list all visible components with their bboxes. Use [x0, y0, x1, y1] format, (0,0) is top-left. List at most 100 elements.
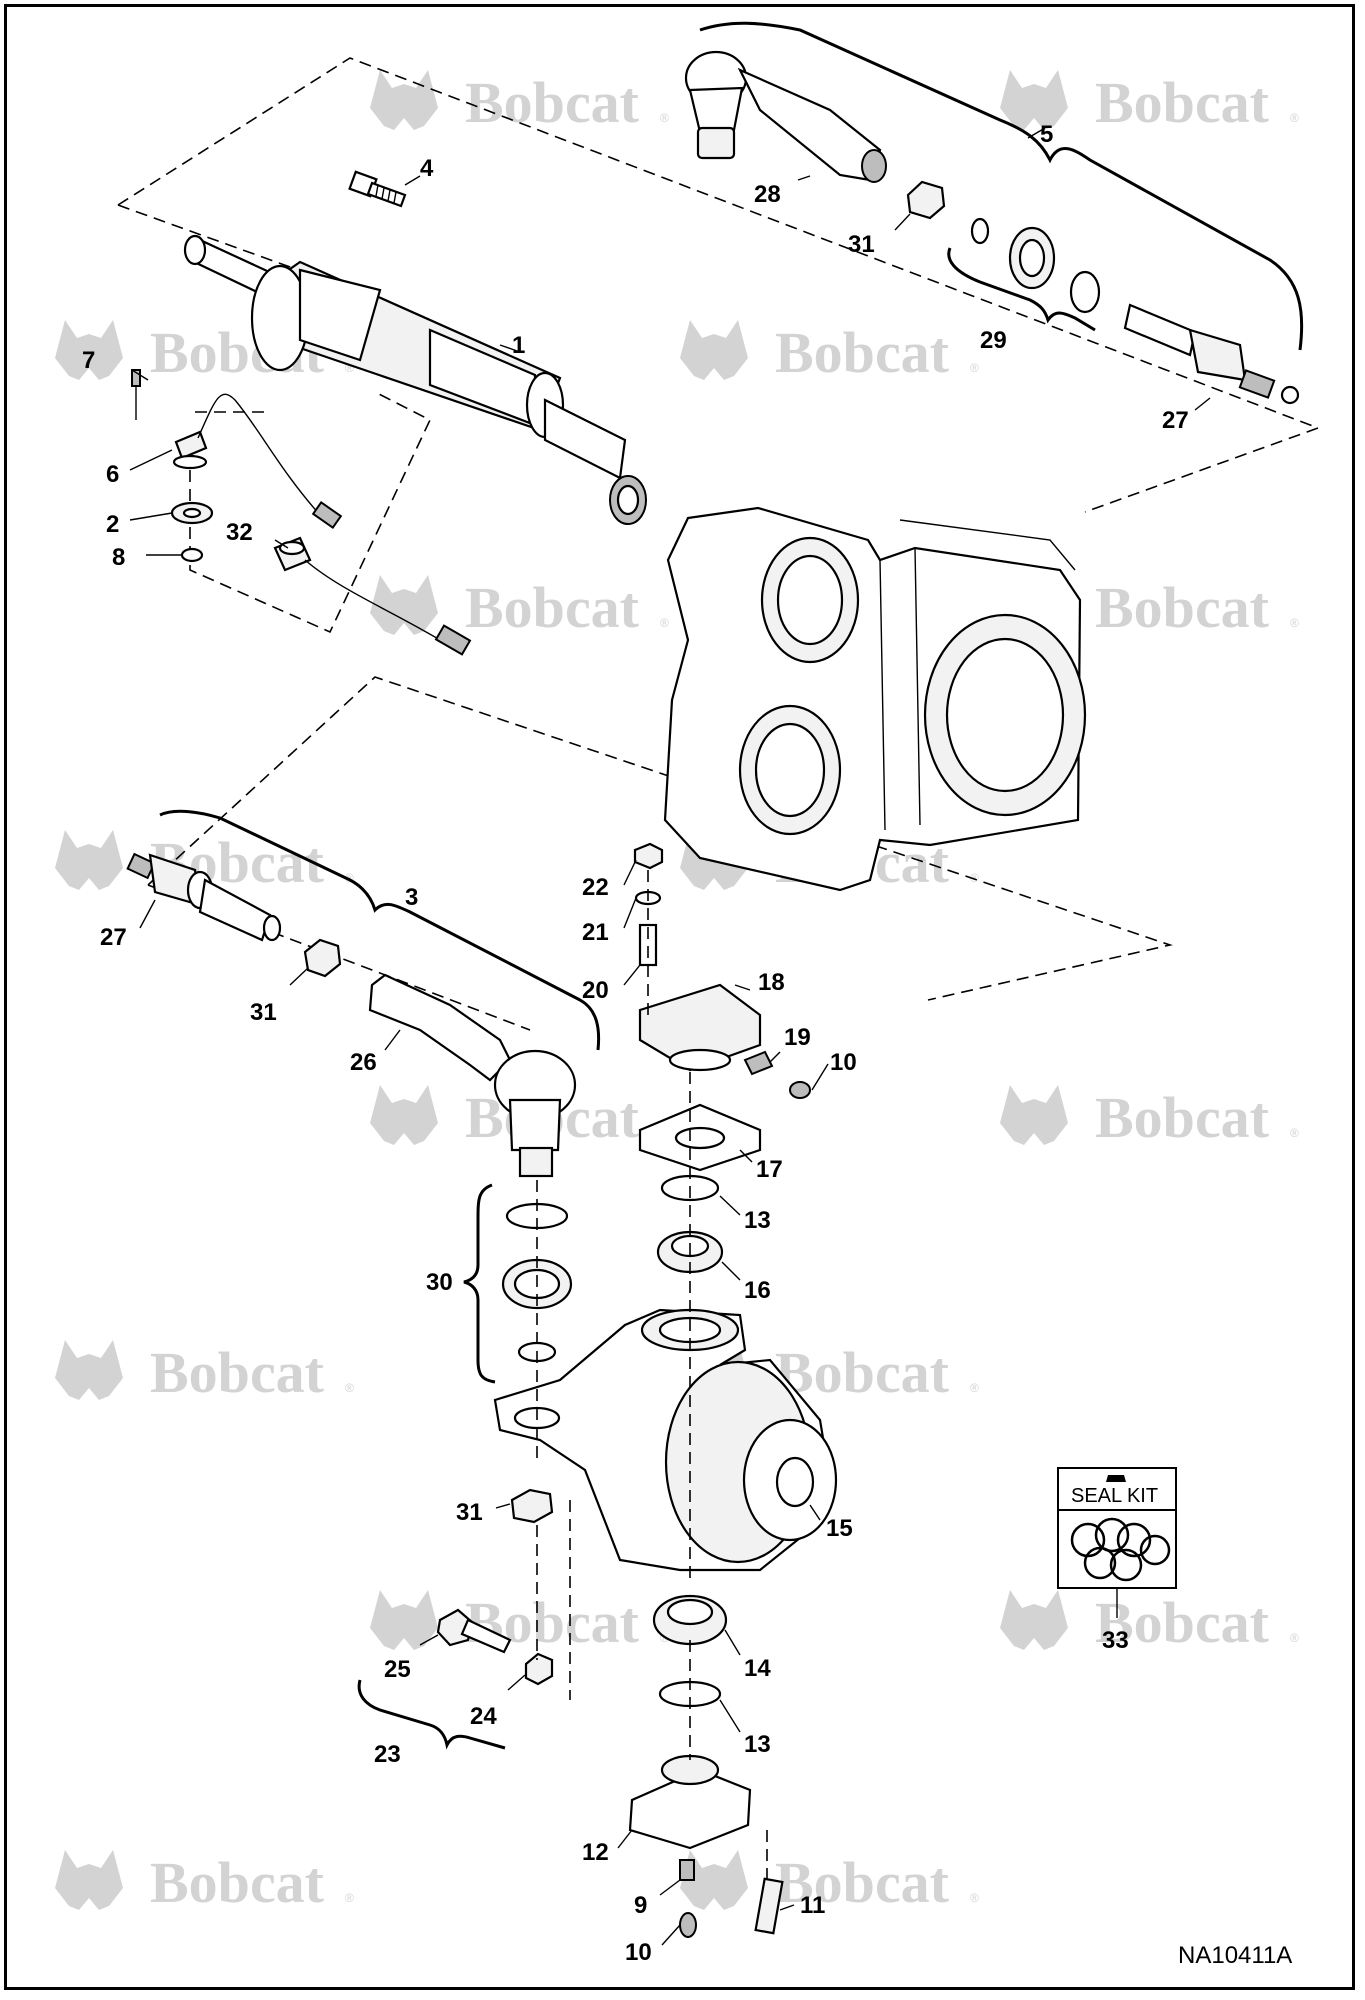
callout-13-upper: 13	[744, 1207, 771, 1234]
nut-part-31	[906, 180, 946, 220]
bobcat-watermark: Bobcat ®	[1000, 1085, 1299, 1150]
fitting-part-19	[743, 1050, 774, 1076]
watermark-text: Bobcat	[150, 1340, 325, 1405]
watermark-reg-mark: ®	[1290, 616, 1299, 630]
callout-12: 12	[582, 1839, 609, 1866]
bobcat-logo-icon	[370, 575, 438, 635]
bobcat-logo-icon	[55, 830, 123, 890]
callout-28: 28	[754, 181, 781, 208]
bobcat-logo-icon	[370, 1085, 438, 1145]
callout-3: 3	[405, 884, 418, 911]
watermark-text: Bobcat	[465, 575, 640, 640]
bolt-part-25	[436, 1608, 474, 1647]
watermark-reg-mark: ®	[1290, 1126, 1299, 1140]
callout-27-right: 27	[1162, 407, 1189, 434]
bobcat-logo-icon	[1000, 1590, 1068, 1650]
watermark-text: Bobcat	[775, 320, 950, 385]
callout-22: 22	[582, 874, 609, 901]
callout-13-lower: 13	[744, 1731, 771, 1758]
bobcat-logo-icon	[680, 1850, 748, 1910]
centerline-leaders	[536, 870, 768, 1880]
brace-part-29	[947, 247, 1096, 332]
bobcat-logo-icon	[55, 320, 123, 380]
bobcat-watermark: Bobcat ®	[1000, 70, 1299, 135]
bobcat-logo-icon	[370, 1590, 438, 1650]
o-rings-icon	[1070, 1517, 1171, 1582]
watermark-reg-mark: ®	[345, 1381, 354, 1395]
cap-part-10-lower	[679, 1912, 697, 1938]
sensor-assembly	[131, 369, 472, 656]
callout-30: 30	[426, 1269, 453, 1296]
drawing-id: NA10411A	[1178, 1942, 1292, 1969]
o-ring-part-8	[180, 547, 204, 563]
bobcat-logo-icon	[55, 1850, 123, 1910]
bobcat-logo-icon	[55, 1340, 123, 1400]
watermark-text: Bobcat	[775, 1340, 950, 1405]
callout-5: 5	[1040, 121, 1053, 148]
bobcat-watermark: Bobcat ®	[680, 320, 979, 385]
bobcat-watermark: Bobcat ®	[680, 1850, 979, 1915]
bobcat-watermark: Bobcat ®	[55, 1850, 354, 1915]
bolt-set-part-23	[436, 1608, 554, 1686]
diagram-border	[4, 4, 1355, 1990]
callout-2: 2	[106, 511, 119, 538]
nut-part-31-left	[303, 938, 342, 978]
ring-part-29a	[970, 217, 990, 245]
steering-cylinder	[183, 234, 647, 525]
callout-23: 23	[374, 1741, 401, 1768]
bobcat-watermark: Bobcat ®	[55, 1340, 354, 1405]
brace-part-30	[463, 1183, 496, 1384]
bobcat-watermark: Bobcat ®	[370, 575, 669, 640]
watermark-layer: Bobcat ® Bobcat ® Bobcat ® Bobcat	[55, 70, 1299, 1915]
bolt-part-4	[348, 170, 407, 208]
callout-21: 21	[582, 919, 609, 946]
callout-31-lower: 31	[456, 1499, 483, 1526]
watermark-reg-mark: ®	[345, 871, 354, 885]
watermark-text: Bobcat	[775, 1850, 950, 1915]
assembly-braces	[159, 21, 1304, 1750]
bolt-part-11	[754, 1877, 784, 1935]
watermark-reg-mark: ®	[345, 1891, 354, 1905]
nut-part-24	[524, 1652, 554, 1686]
watermark-reg-mark: ®	[970, 1381, 979, 1395]
callout-20: 20	[582, 977, 609, 1004]
fitting-part-9	[679, 1859, 695, 1881]
inner-tie-rod-27	[1123, 303, 1197, 357]
callout-18: 18	[758, 969, 785, 996]
axle-housing	[663, 506, 1087, 892]
callout-24: 24	[470, 1703, 497, 1730]
ring-part-29b	[1069, 270, 1101, 314]
callout-32: 32	[226, 519, 253, 546]
seal-kit-label: SEAL KIT	[1071, 1485, 1158, 1507]
sensor-part-6	[174, 430, 208, 460]
callout-8: 8	[112, 544, 125, 571]
watermark-reg-mark: ®	[970, 1891, 979, 1905]
tie-rod-assembly-left	[126, 852, 577, 1178]
bobcat-logo-icon	[1000, 70, 1068, 130]
callout-6: 6	[106, 461, 119, 488]
watermark-reg-mark: ®	[970, 871, 979, 885]
watermark-text: Bobcat	[1095, 575, 1270, 640]
bobcat-watermark: Bobcat ®	[370, 70, 669, 135]
watermark-reg-mark: ®	[660, 111, 669, 125]
callout-15: 15	[826, 1515, 853, 1542]
nut-part-22	[633, 842, 664, 870]
callout-31-upper: 31	[848, 231, 875, 258]
callout-31-left: 31	[250, 999, 277, 1026]
watermark-text: Bobcat	[1095, 1085, 1270, 1150]
bobcat-logo-icon	[1000, 1085, 1068, 1145]
callout-17: 17	[756, 1156, 783, 1183]
watermark-text: Bobcat	[465, 70, 640, 135]
watermark-text: Bobcat	[1095, 1590, 1270, 1655]
lower-kingpin-stack	[510, 1488, 784, 1938]
callout-16: 16	[744, 1277, 771, 1304]
bobcat-watermark: Bobcat ®	[370, 1590, 669, 1655]
callout-33: 33	[1102, 1627, 1129, 1654]
watermark-reg-mark: ®	[345, 361, 354, 375]
callout-19: 19	[784, 1024, 811, 1051]
watermark-text: Bobcat	[150, 1850, 325, 1915]
tie-rod-end-26	[368, 973, 512, 1082]
callout-labels: 1 2 3 4 5 6 7 8 9 10 10 11 12 13 13 14 1…	[82, 121, 1189, 1966]
watermark-reg-mark: ®	[1290, 1631, 1299, 1645]
